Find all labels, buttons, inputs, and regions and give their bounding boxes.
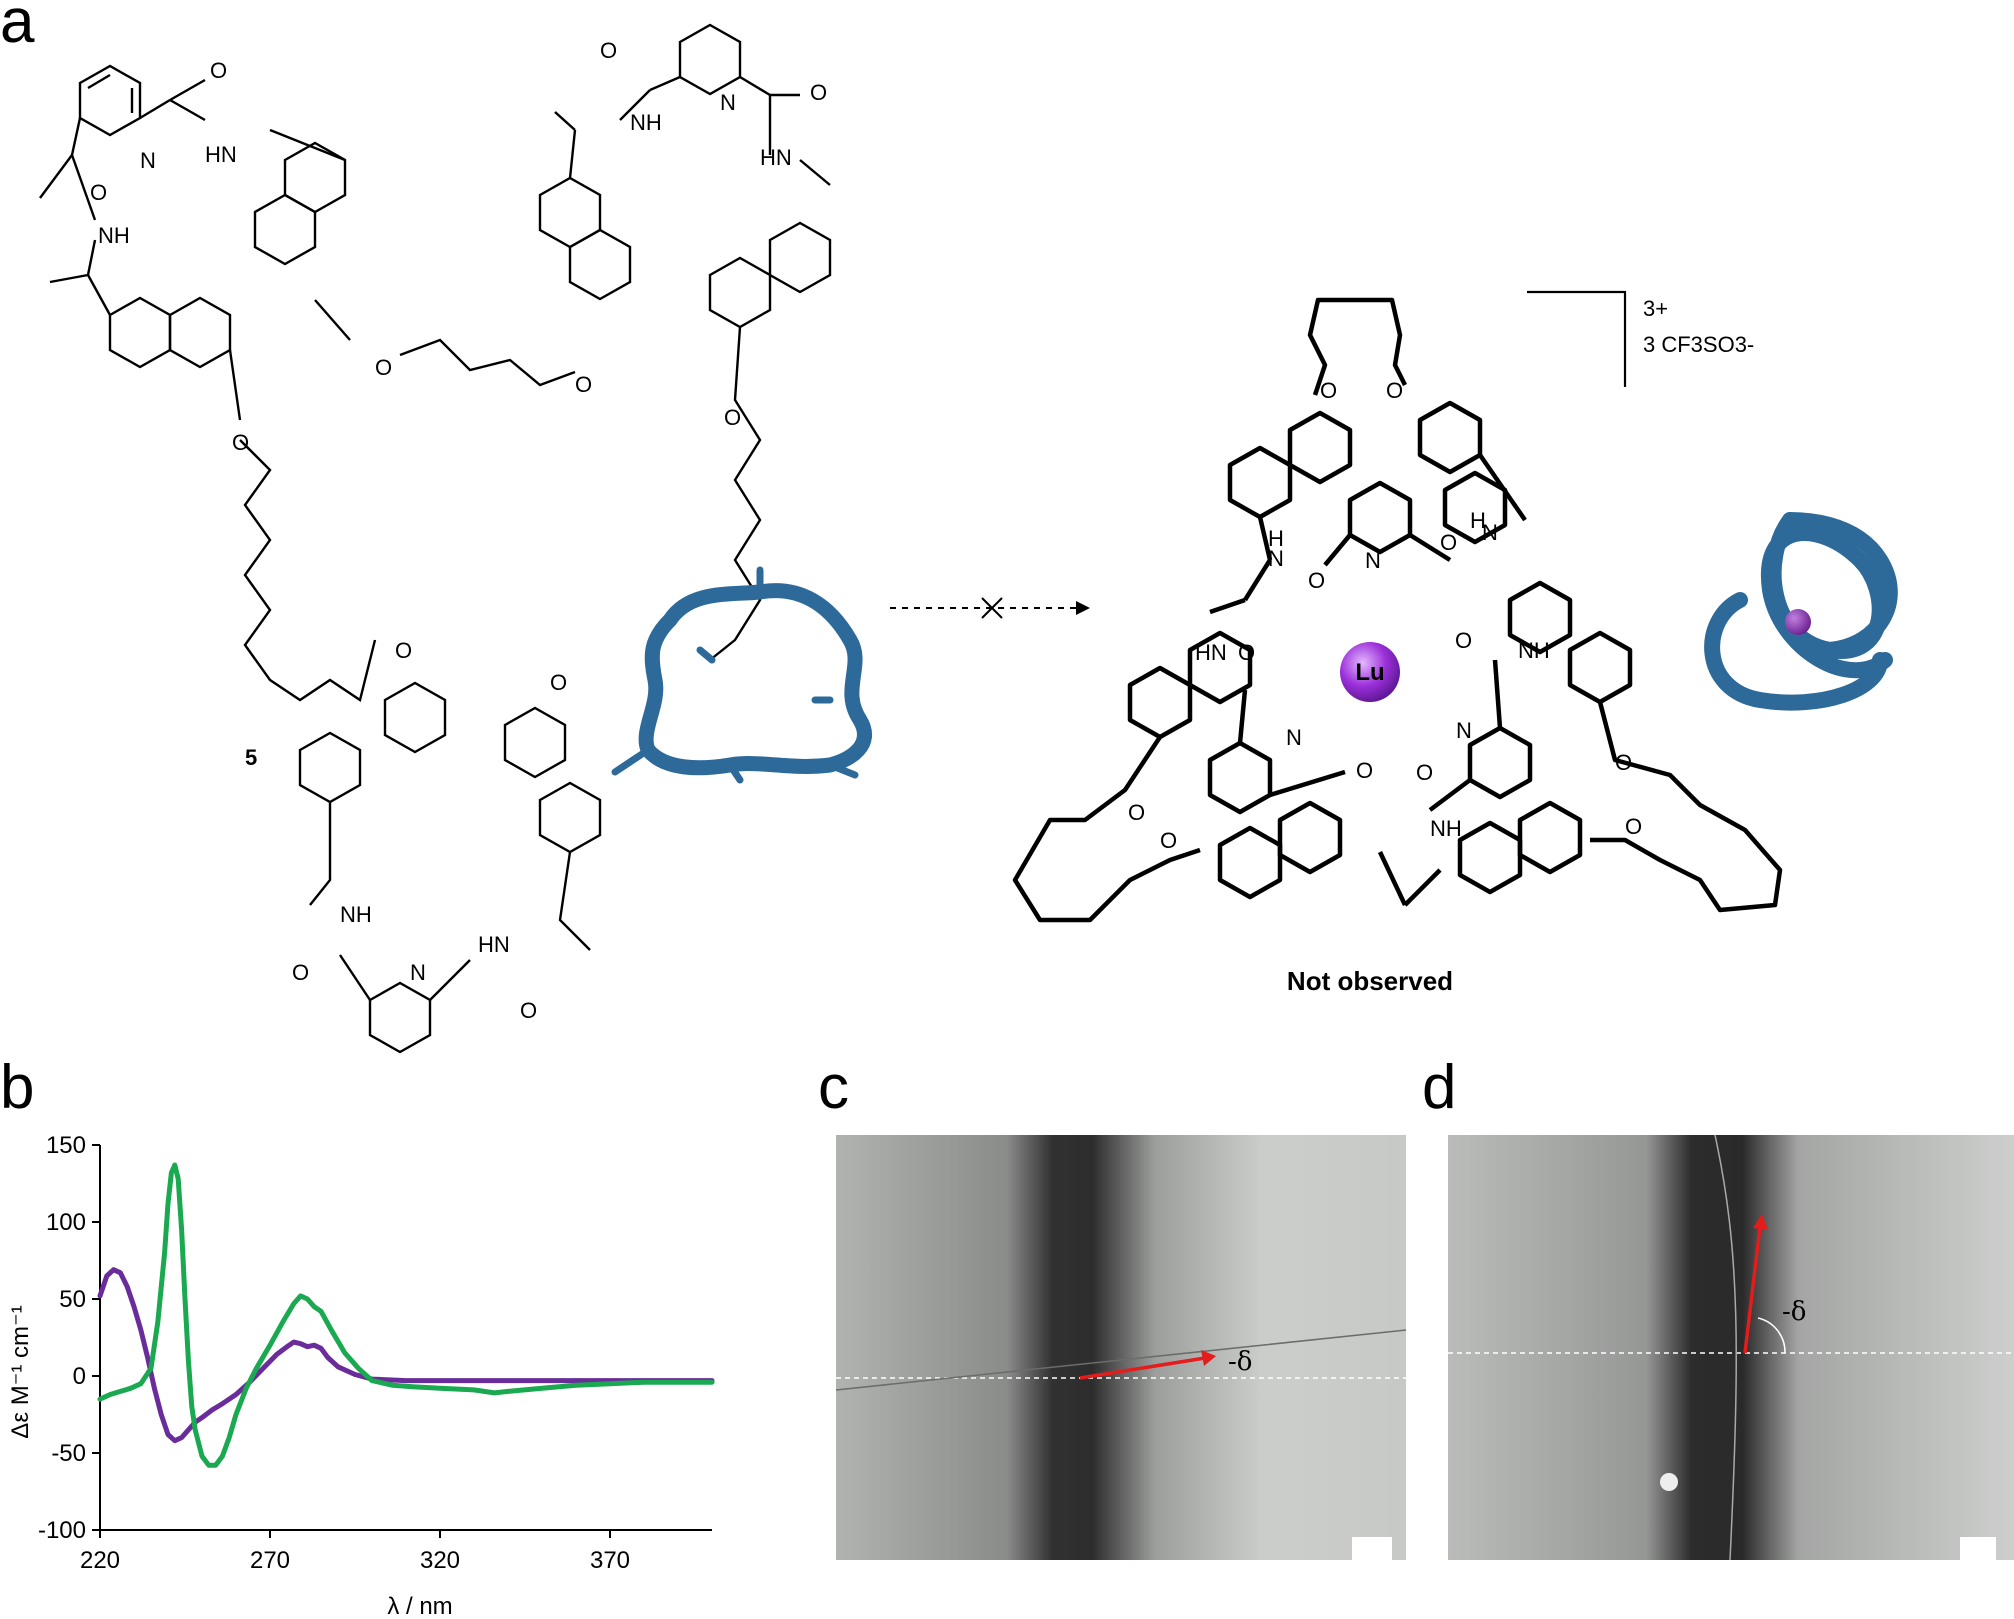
svg-text:N: N	[140, 148, 156, 173]
svg-text:NH: NH	[340, 902, 372, 927]
charge-bracket	[1527, 290, 1627, 387]
panel-label-a: a	[0, 0, 35, 56]
svg-text:O: O	[1386, 378, 1403, 403]
svg-text:O: O	[1440, 530, 1457, 555]
svg-text:O: O	[395, 638, 412, 663]
svg-text:O: O	[1308, 568, 1325, 593]
counterion-label: 3 CF3SO3-	[1643, 332, 1754, 357]
svg-text:O: O	[724, 405, 741, 430]
svg-text:HN: HN	[760, 145, 792, 170]
chart-x-tick-label: 220	[80, 1547, 120, 1574]
trefoil-knot-structure	[1012, 297, 1783, 923]
micrograph-d: -δ	[1448, 1134, 2014, 1561]
lutetium-label: Lu	[1355, 659, 1384, 686]
svg-text:NH: NH	[630, 110, 662, 135]
micrograph-d-label: -δ	[1782, 1297, 1806, 1327]
blocked-reaction-arrow	[890, 597, 1090, 619]
svg-text:O: O	[1238, 640, 1255, 665]
panel-label-d: d	[1422, 1053, 1456, 1122]
svg-text:N: N	[1482, 520, 1498, 545]
lutetium-ion-sphere	[1340, 642, 1400, 702]
chart-x-tick-label: 320	[420, 1547, 460, 1574]
svg-text:O: O	[375, 355, 392, 380]
panel-label-b: b	[0, 1053, 34, 1122]
svg-text:O: O	[1356, 758, 1373, 783]
svg-text:O: O	[550, 670, 567, 695]
svg-text:O: O	[1455, 628, 1472, 653]
charge-label: 3+	[1643, 296, 1668, 321]
macrocycle-structure	[39, 23, 832, 1054]
svg-text:O: O	[90, 180, 107, 205]
svg-text:O: O	[600, 38, 617, 63]
svg-text:O: O	[232, 430, 249, 455]
chart-y-tick-label: -50	[51, 1440, 86, 1467]
chart-series-line-2	[97, 1162, 715, 1468]
svg-text:N: N	[410, 960, 426, 985]
chart-y-tick-label: 100	[46, 1209, 86, 1236]
svg-text:N: N	[1268, 546, 1284, 571]
chart-series-line-1	[97, 1267, 715, 1444]
chart-y-tick-label: 0	[73, 1363, 86, 1390]
micrograph-c-label: -δ	[1228, 1347, 1252, 1377]
svg-text:O: O	[575, 372, 592, 397]
svg-text:O: O	[520, 998, 537, 1023]
micrograph-c: -δ	[835, 1135, 1407, 1560]
svg-text:N: N	[1286, 725, 1302, 750]
svg-text:NH: NH	[1430, 816, 1462, 841]
svg-text:N: N	[1365, 548, 1381, 573]
svg-text:HN: HN	[1195, 640, 1227, 665]
svg-text:N: N	[720, 90, 736, 115]
svg-text:O: O	[810, 80, 827, 105]
trefoil-center-ion	[1785, 609, 1811, 635]
svg-text:O: O	[292, 960, 309, 985]
compound-number: 5	[245, 745, 257, 770]
svg-text:NH: NH	[1518, 638, 1550, 663]
chart-x-tick-label: 270	[250, 1547, 290, 1574]
svg-text:N: N	[1456, 718, 1472, 743]
svg-text:H: H	[1268, 526, 1284, 551]
macrocycle-tube-model	[611, 566, 872, 784]
svg-text:O: O	[1320, 378, 1337, 403]
chart-y-tick-label: 150	[46, 1132, 86, 1159]
svg-text:HN: HN	[478, 932, 510, 957]
cd-spectrum-chart: 150 100 50 0 -50 -100 220 270 320 370	[38, 1132, 715, 1574]
svg-text:H: H	[1470, 508, 1486, 533]
svg-text:O: O	[1160, 828, 1177, 853]
svg-text:O: O	[1615, 750, 1632, 775]
svg-text:O: O	[1128, 800, 1145, 825]
knot-atom-labels: O O H N N O O H N HN O NH O O N O N O NH…	[1128, 378, 1642, 853]
svg-text:O: O	[210, 58, 227, 83]
chart-y-tick-label: 50	[59, 1286, 86, 1313]
svg-text:O: O	[1416, 760, 1433, 785]
chart-x-axis-title: λ / nm	[387, 1593, 452, 1619]
macrocycle-atom-labels: N O O HN NH O O O O NH N O HN O O O NH H…	[90, 38, 827, 1023]
chart-y-tick-label: -100	[38, 1517, 86, 1544]
chart-y-axis-title: Δε M⁻¹ cm⁻¹	[7, 1305, 34, 1438]
svg-text:HN: HN	[205, 142, 237, 167]
svg-text:O: O	[1625, 814, 1642, 839]
chart-x-tick-label: 370	[590, 1547, 630, 1574]
panel-label-c: c	[818, 1053, 849, 1122]
not-observed-caption: Not observed	[1287, 966, 1453, 996]
svg-text:NH: NH	[98, 223, 130, 248]
